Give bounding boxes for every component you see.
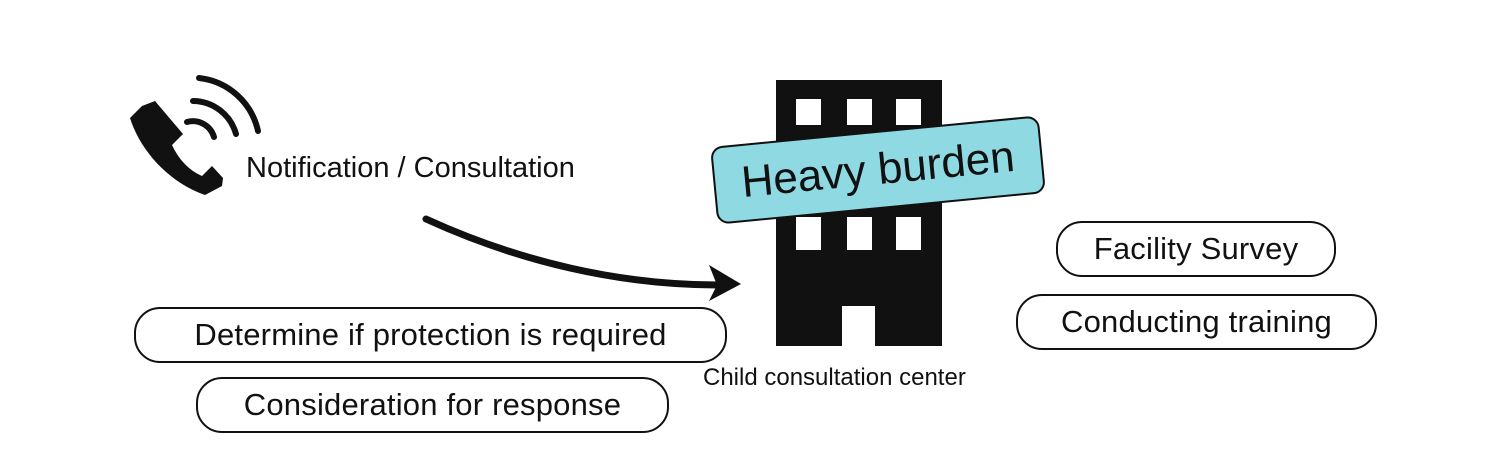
- task-pill-protection: Determine if protection is required: [134, 307, 727, 363]
- arrow-icon: [422, 215, 741, 301]
- notification-label: Notification / Consultation: [246, 152, 575, 184]
- task-pill-training: Conducting training: [1016, 294, 1377, 350]
- center-label: Child consultation center: [703, 364, 966, 391]
- phone-icon: [130, 75, 261, 195]
- task-pill-survey: Facility Survey: [1056, 221, 1336, 277]
- task-pill-response: Consideration for response: [196, 377, 669, 433]
